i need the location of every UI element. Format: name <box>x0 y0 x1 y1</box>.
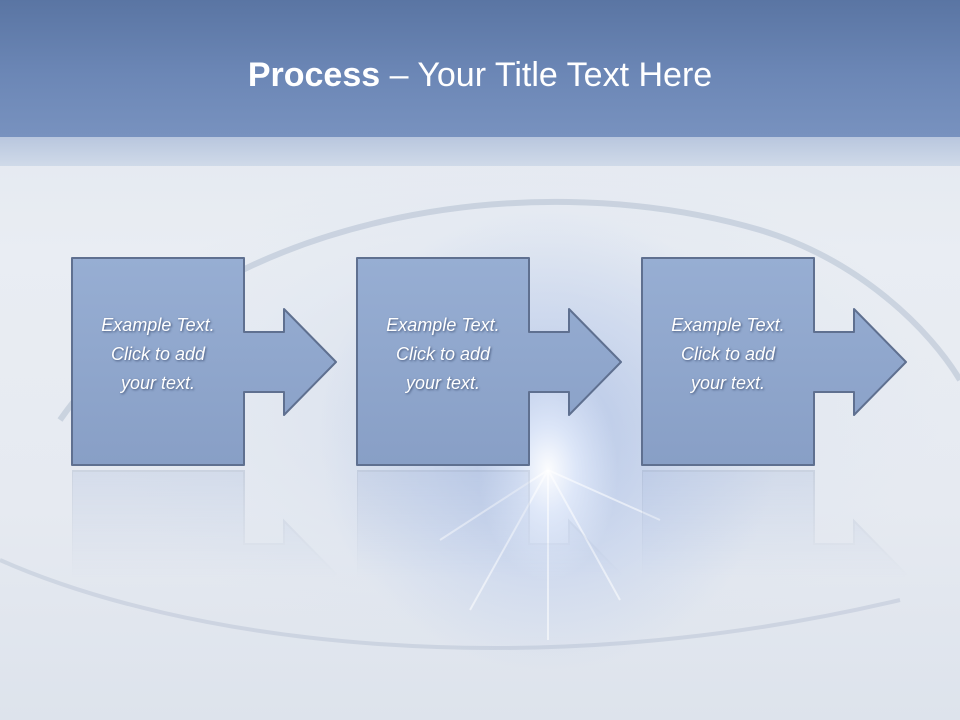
step-1-arrow-shape <box>71 257 337 466</box>
step-3-reflection <box>642 468 922 578</box>
slide-title[interactable]: Process – Your Title Text Here <box>0 52 960 98</box>
title-strip <box>0 137 960 166</box>
title-rest-part: – Your Title Text Here <box>380 56 713 94</box>
step-3-line-3: your text. <box>690 373 766 393</box>
step-1-line-3: your text. <box>120 373 196 393</box>
step-3-arrow-shape <box>641 257 907 466</box>
process-step-1[interactable]: Example Text. Click to add your text. <box>71 256 352 578</box>
step-2-text[interactable]: Example Text. Click to add your text. <box>357 311 529 398</box>
title-bold-part: Process <box>247 56 381 94</box>
step-1-line-2: Click to add <box>110 344 206 364</box>
step-1-text[interactable]: Example Text. Click to add your text. <box>72 311 244 398</box>
step-2-arrow-shape <box>356 257 622 466</box>
step-2-line-2: Click to add <box>395 344 491 364</box>
process-step-2[interactable]: Example Text. Click to add your text. <box>356 256 637 578</box>
step-1-line-1: Example Text. <box>101 315 215 335</box>
title-bar <box>0 0 960 137</box>
step-3-line-1: Example Text. <box>671 315 785 335</box>
step-3-line-2: Click to add <box>680 344 776 364</box>
step-2-reflection <box>357 468 637 578</box>
step-2-line-1: Example Text. <box>386 315 500 335</box>
step-3-text[interactable]: Example Text. Click to add your text. <box>642 311 814 398</box>
step-1-reflection <box>72 468 352 578</box>
step-2-line-3: your text. <box>405 373 481 393</box>
process-step-3[interactable]: Example Text. Click to add your text. <box>641 256 922 578</box>
